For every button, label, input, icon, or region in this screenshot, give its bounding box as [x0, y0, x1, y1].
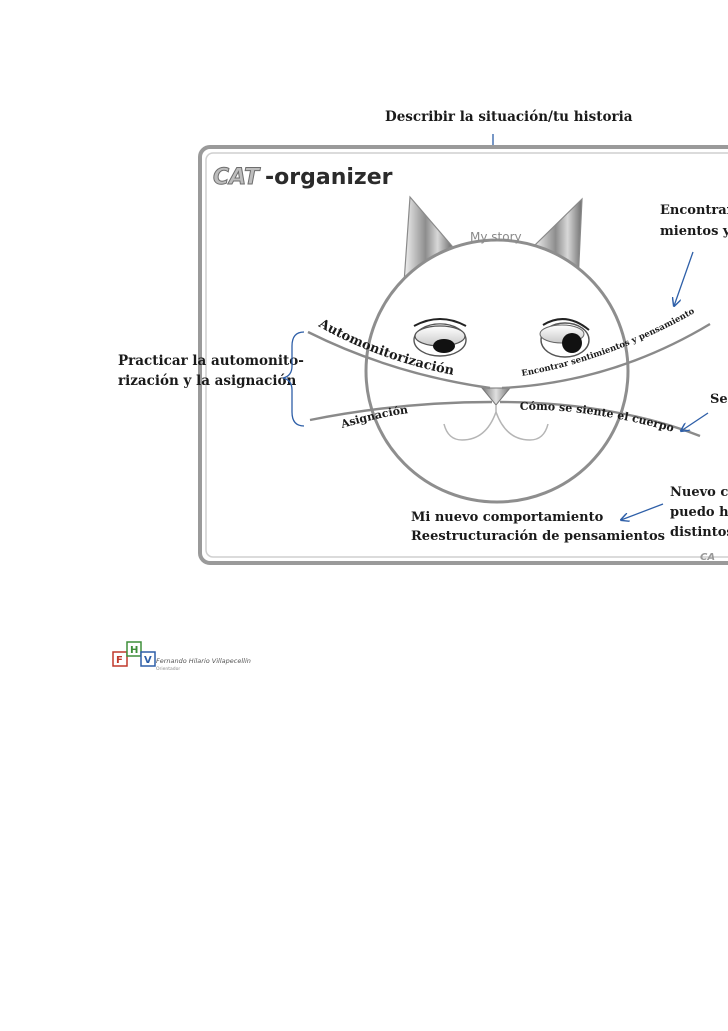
- bottom-annotation-line1: Mi nuevo comportamiento: [411, 510, 604, 525]
- author-logo: F H V: [112, 641, 156, 667]
- right-top-annotation-line2: mientos y: [660, 224, 728, 239]
- card-corner-logo: CA: [700, 552, 715, 563]
- right-top-arrow: [674, 251, 694, 306]
- right-mid-annotation: Sen: [710, 392, 728, 407]
- top-annotation: Describir la situación/tu historia: [385, 109, 633, 125]
- right-bottom-annotation-line3: distintos: [670, 525, 728, 540]
- right-bottom-annotation-line1: Nuevo co: [670, 485, 728, 500]
- bottom-arrow: [621, 503, 664, 520]
- whisker-lower-left: [309, 400, 493, 422]
- right-mid-annotation-bg: [705, 386, 728, 408]
- logo-letter-v: V: [144, 655, 152, 666]
- logo-block-h: [126, 641, 142, 657]
- logo-block-f: [112, 651, 128, 667]
- left-eye: [413, 318, 467, 357]
- card-title-cat: CAT: [213, 165, 261, 190]
- card-inner-frame: [205, 152, 728, 558]
- author-subtitle: Orientador: [156, 666, 180, 672]
- left-annotation-line1: Practicar la automonito-: [118, 353, 304, 369]
- bottom-annotation-line2: Reestructuración de pensamientos: [411, 529, 665, 544]
- mouth-right: [495, 411, 549, 441]
- right-bottom-annotation-line2: puedo ha: [670, 505, 728, 520]
- my-story-label: My story: [470, 230, 522, 244]
- mouth-left: [443, 405, 497, 441]
- author-name: Fernando Hilario Villapecellín: [156, 657, 251, 665]
- card-title-rest: -organizer: [265, 165, 393, 190]
- left-brace: [282, 331, 305, 427]
- right-top-annotation-bg: [655, 195, 728, 243]
- cat-nose: [480, 387, 512, 406]
- logo-letter-f: F: [116, 655, 123, 666]
- whisker-upper-right: [501, 322, 711, 390]
- whisker-upper-left: [307, 330, 491, 390]
- right-mid-arrow: [681, 412, 709, 431]
- right-top-annotation-line1: Encontrar: [660, 203, 728, 218]
- right-eye: [539, 318, 590, 358]
- right-bottom-annotation-bg: [665, 478, 728, 542]
- logo-block-v: [140, 651, 156, 667]
- left-annotation-line2: rización y la asignación: [118, 373, 296, 389]
- logo-letter-h: H: [130, 645, 138, 656]
- cat-head: [364, 238, 630, 504]
